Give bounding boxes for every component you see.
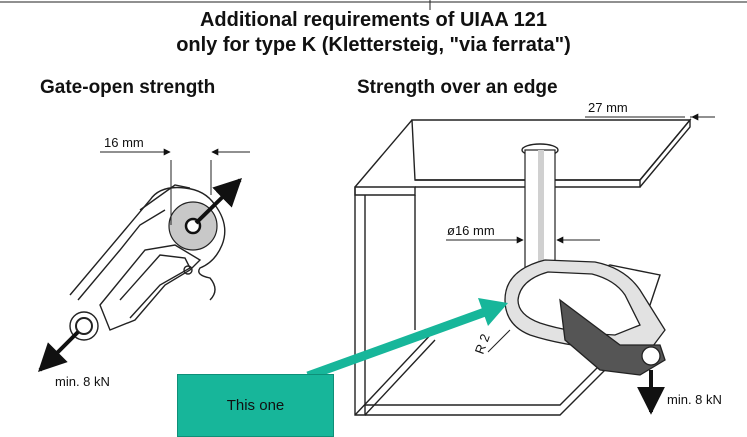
gate-load-arrow — [194, 178, 243, 225]
test-bar-shade — [538, 150, 544, 295]
diagram-title: Additional requirements of UIAA 121 only… — [0, 8, 747, 58]
title-line-2: only for type K (Klettersteig, "via ferr… — [176, 34, 571, 56]
edge-radius-label: R 2 — [472, 332, 493, 356]
bar-diameter-label: ø16 mm — [447, 223, 495, 238]
callout-text: This one — [226, 397, 285, 414]
right-load-label: min. 8 kN — [667, 392, 722, 407]
gate-open-heading: Gate-open strength — [40, 77, 216, 98]
callout-arrow-head — [478, 298, 508, 326]
callout-arrow-shaft — [306, 307, 487, 381]
left-load-label: min. 8 kN — [55, 374, 110, 389]
radius-leader — [487, 329, 511, 353]
gate-width-label: 16 mm — [104, 135, 144, 150]
edge-strength-heading: Strength over an edge — [357, 77, 558, 98]
edge-carabiner — [504, 259, 666, 376]
edge-width-label: 27 mm — [588, 100, 628, 115]
base-load-arrow — [38, 330, 80, 372]
gate-open-carabiner — [69, 184, 226, 341]
callout-box: This one — [177, 374, 334, 437]
title-line-1: Additional requirements of UIAA 121 — [199, 9, 548, 31]
